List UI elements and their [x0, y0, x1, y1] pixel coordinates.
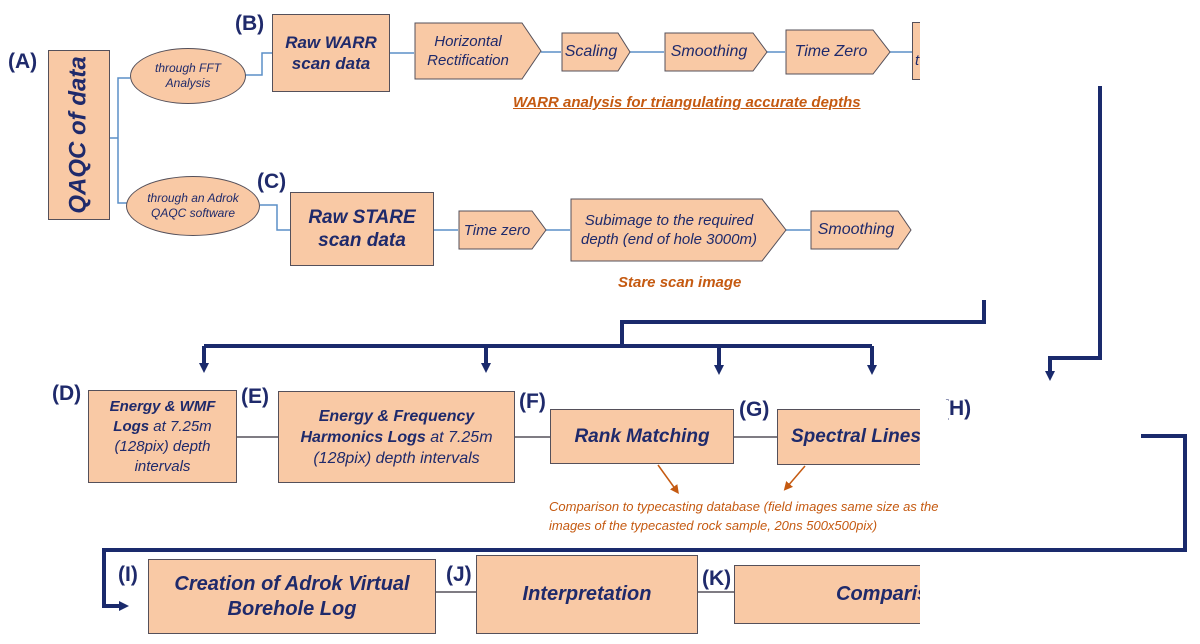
- connector-warr-chain: [390, 51, 912, 54]
- stare-step-smoothing: [810, 210, 912, 250]
- box-d-rest: at 7.25m (128pix) depth intervals: [114, 417, 212, 475]
- connector-a-branches: [110, 77, 130, 204]
- arrow-rank-to-note: [657, 464, 679, 495]
- adrok-branch-label: through an Adrok QAQC software: [147, 191, 239, 220]
- warr-caption: WARR analysis for triangulating accurate…: [513, 94, 861, 111]
- raw-stare-box: Raw STARE scan data: [290, 192, 434, 266]
- warr-step-time-zero: [785, 29, 891, 75]
- box-f-rank-matching: Rank Matching: [550, 409, 734, 464]
- raw-warr-box: Raw WARR scan data: [272, 14, 390, 92]
- stare-step-subimage: [570, 198, 787, 262]
- warr-step-smoothing-label: Smoothing: [670, 43, 748, 60]
- stare-step-smoothing-label: Smoothing: [817, 221, 895, 238]
- arrow-to-final-row: [102, 434, 1187, 611]
- fft-branch-ellipse: through FFT Analysis: [130, 48, 246, 104]
- label-f: (F): [519, 390, 546, 413]
- crop-mask-bottom: [920, 556, 1100, 644]
- arrow-warr-right: [1045, 86, 1102, 381]
- warr-step-smoothing: [664, 32, 768, 72]
- qaqc-title: QAQC of data: [65, 56, 92, 214]
- raw-stare-label: Raw STARE scan data: [308, 207, 416, 251]
- box-d-title: Energy & WMF Logs: [109, 397, 216, 435]
- box-g-spectral-lines: Spectral Lines: [777, 409, 942, 465]
- warr-step-time-zero-label: Time Zero: [794, 43, 868, 60]
- box-f-label: Rank Matching: [574, 425, 710, 447]
- box-e-rest: at 7.25m (128pix) depth intervals: [313, 428, 493, 467]
- label-a: (A): [8, 50, 38, 73]
- label-j: (J): [446, 563, 472, 586]
- warr-step-rectification: [414, 22, 542, 80]
- label-i: (I): [118, 563, 138, 586]
- qaqc-box: QAQC of data: [48, 50, 110, 220]
- crop-mask-top: [920, 0, 1000, 300]
- typecasting-note: Comparison to typecasting database (fiel…: [549, 499, 939, 533]
- adrok-branch-ellipse: through an Adrok QAQC software: [126, 176, 260, 236]
- stare-caption: Stare scan image: [618, 274, 742, 291]
- connector-fft-to-b: [245, 52, 272, 76]
- stare-step-subimage-label: Subimage to the required depth (end of h…: [581, 212, 757, 248]
- label-b: (B): [235, 12, 265, 35]
- warr-step-scaling: [561, 32, 631, 72]
- box-i-virtual-borehole: Creation of Adrok Virtual Borehole Log: [148, 559, 436, 634]
- arrow-spectral-to-note: [783, 465, 806, 491]
- raw-warr-label: Raw WARR scan data: [285, 33, 377, 73]
- box-e-energy-frequency: Energy & Frequency Harmonics Logs at 7.2…: [278, 391, 515, 483]
- fft-branch-label: through FFT Analysis: [154, 61, 222, 90]
- label-e: (E): [241, 385, 269, 408]
- box-i-label: Creation of Adrok Virtual Borehole Log: [174, 572, 410, 620]
- box-j-label: Interpretation: [522, 583, 652, 605]
- connector-adrok-to-c: [260, 204, 290, 231]
- box-d-energy-wmf: Energy & WMF Logs at 7.25m (128pix) dept…: [88, 390, 237, 483]
- crop-mask-mid: [920, 400, 948, 480]
- label-g: (G): [739, 398, 770, 421]
- warr-step-truncated-label: t: [915, 51, 920, 69]
- label-c: (C): [257, 170, 287, 193]
- warr-step-scaling-label: Scaling: [564, 43, 618, 60]
- stare-step-time-zero-label: Time zero: [463, 221, 531, 239]
- box-j-interpretation: Interpretation: [476, 555, 698, 634]
- stare-step-time-zero: [458, 210, 547, 250]
- label-d: (D): [52, 382, 82, 405]
- warr-step-rectification-label: Horizontal Rectification: [427, 33, 509, 69]
- box-e-title: Energy & Frequency Harmonics Logs: [300, 407, 475, 446]
- box-g-label: Spectral Lines: [791, 426, 921, 447]
- label-k: (K): [702, 567, 732, 590]
- label-h: (H): [942, 397, 972, 420]
